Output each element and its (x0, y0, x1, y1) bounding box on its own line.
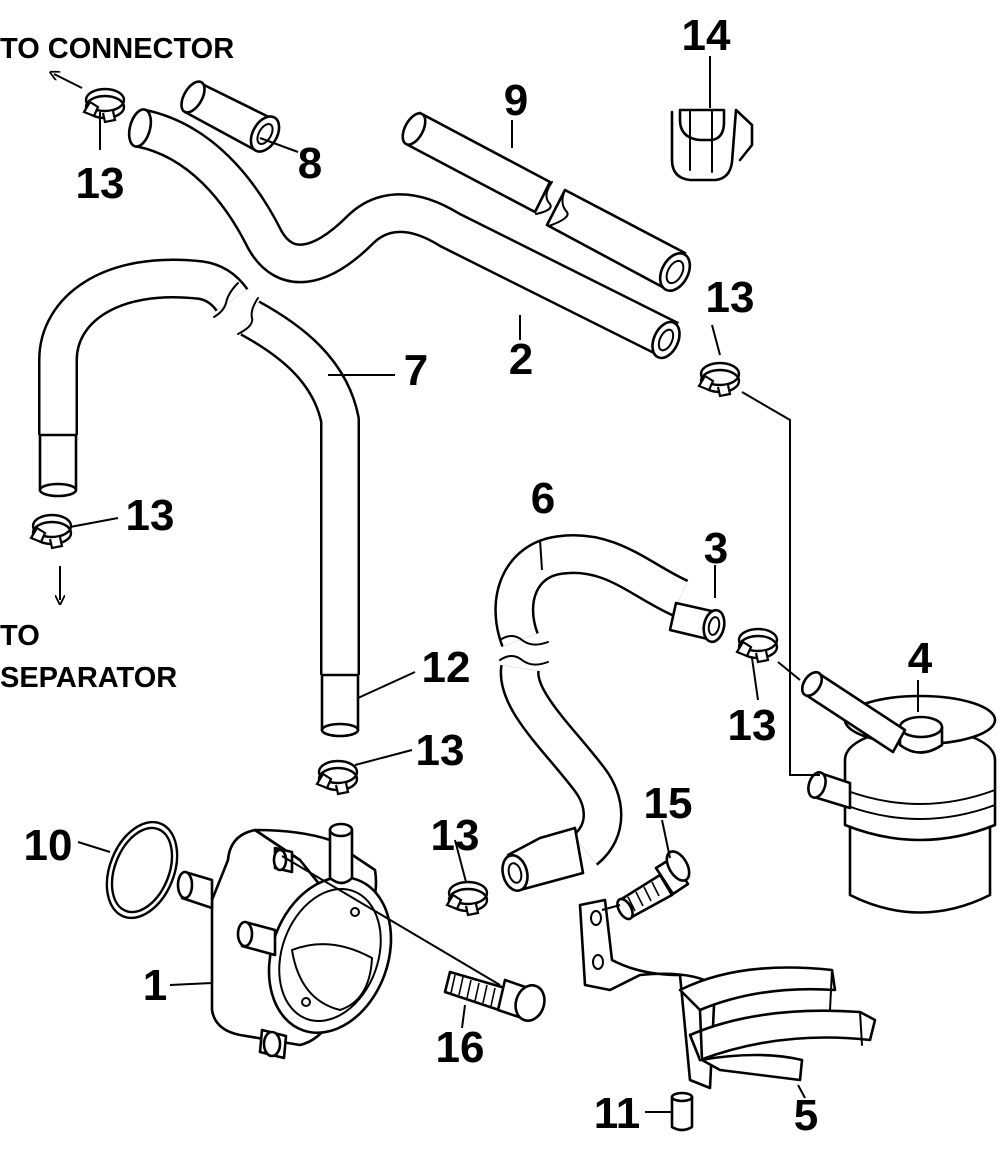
callout-8: 8 (298, 139, 322, 188)
callout-10: 10 (24, 821, 73, 870)
hose-clamp-13 (445, 880, 489, 917)
hose-clamp-13 (29, 513, 73, 550)
connection-lines (54, 74, 820, 986)
callout-3: 3 (704, 524, 728, 573)
fuel-hose-8 (180, 80, 281, 153)
o-ring-10 (105, 820, 179, 920)
callout-9: 9 (504, 76, 528, 125)
callout-1: 1 (143, 961, 167, 1010)
callout-13: 13 (416, 726, 465, 775)
callout-16: 16 (436, 1023, 485, 1072)
callout-7: 7 (404, 346, 428, 395)
hose-fitting-3 (668, 601, 726, 644)
retainer-clip-14 (670, 108, 754, 182)
callout-14: 14 (682, 11, 731, 60)
filter-bracket-5 (578, 898, 877, 1090)
fuel-hose-6 (494, 534, 689, 892)
direction-notes: TO CONNECTOR TO SEPARATOR (0, 33, 234, 694)
hose-clamp-13 (82, 87, 126, 124)
fuel-hose-9 (401, 111, 692, 292)
fuel-hose-2 (127, 108, 681, 360)
callout-13: 13 (728, 701, 777, 750)
callout-4: 4 (908, 634, 933, 683)
fuel-pump-1 (176, 822, 393, 1060)
note-to-separator-line2: SEPARATOR (0, 662, 177, 694)
bolt-15 (616, 850, 691, 921)
callout-2: 2 (509, 335, 533, 384)
fuel-hose-7 (38, 258, 360, 738)
hose-clamp-13 (735, 627, 779, 664)
callout-12: 12 (422, 643, 471, 692)
callout-11: 11 (594, 1089, 641, 1138)
leader-lines (69, 56, 919, 1113)
hose-clamp-13 (315, 759, 359, 796)
callout-5: 5 (794, 1091, 818, 1140)
hose-clamp-13 (697, 361, 741, 398)
callout-13: 13 (126, 491, 175, 540)
fuel-filter-4 (800, 670, 997, 914)
callout-6: 6 (531, 474, 555, 523)
callout-13: 13 (431, 811, 480, 860)
callout-13: 13 (76, 159, 125, 208)
bolt-16 (443, 970, 546, 1022)
callout-15: 15 (644, 779, 693, 828)
callout-13: 13 (706, 273, 755, 322)
note-to-connector: TO CONNECTOR (0, 33, 234, 65)
callout-numbers: 13 8 9 14 13 2 7 13 6 3 4 12 13 13 13 15… (24, 11, 933, 1140)
sleeve-11 (670, 1091, 694, 1132)
note-to-separator-line1: TO (0, 620, 40, 652)
